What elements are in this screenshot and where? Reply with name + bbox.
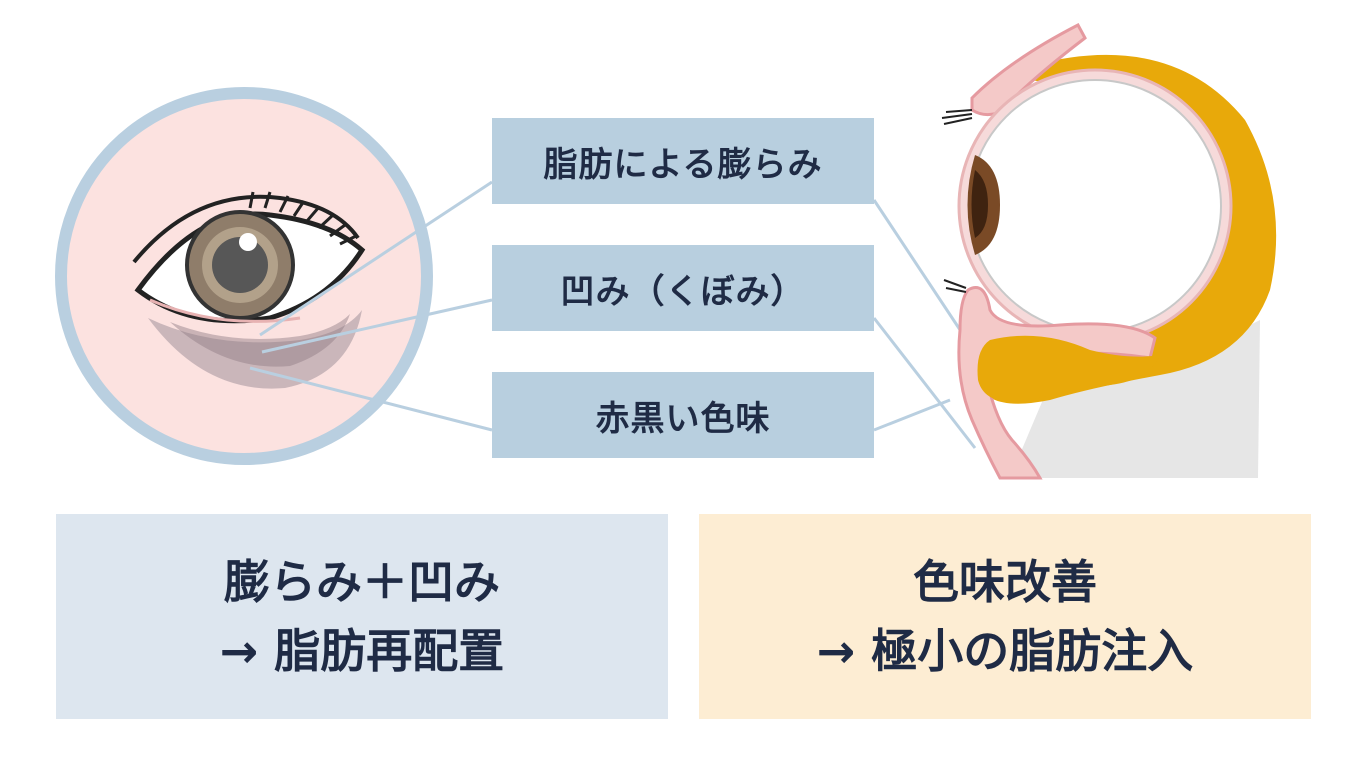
treatment-panel-fat-reposition: 膨らみ＋凹み → 脂肪再配置 (56, 514, 668, 719)
panel-left-condition: 膨らみ＋凹み (224, 554, 500, 609)
panel-left-treatment: → 脂肪再配置 (219, 623, 505, 678)
label-hollow: 凹み（くぼみ） (492, 245, 874, 331)
panel-right-treatment: → 極小の脂肪注入 (816, 623, 1194, 678)
panel-right-condition: 色味改善 (913, 554, 1097, 609)
label-fat-bulge: 脂肪による膨らみ (492, 118, 874, 204)
label-dark-color: 赤黒い色味 (492, 372, 874, 458)
eyeball-cross-section-illustration (941, 22, 1277, 480)
eye-closeup-illustration (55, 87, 433, 465)
treatment-panel-fat-injection: 色味改善 → 極小の脂肪注入 (699, 514, 1311, 719)
